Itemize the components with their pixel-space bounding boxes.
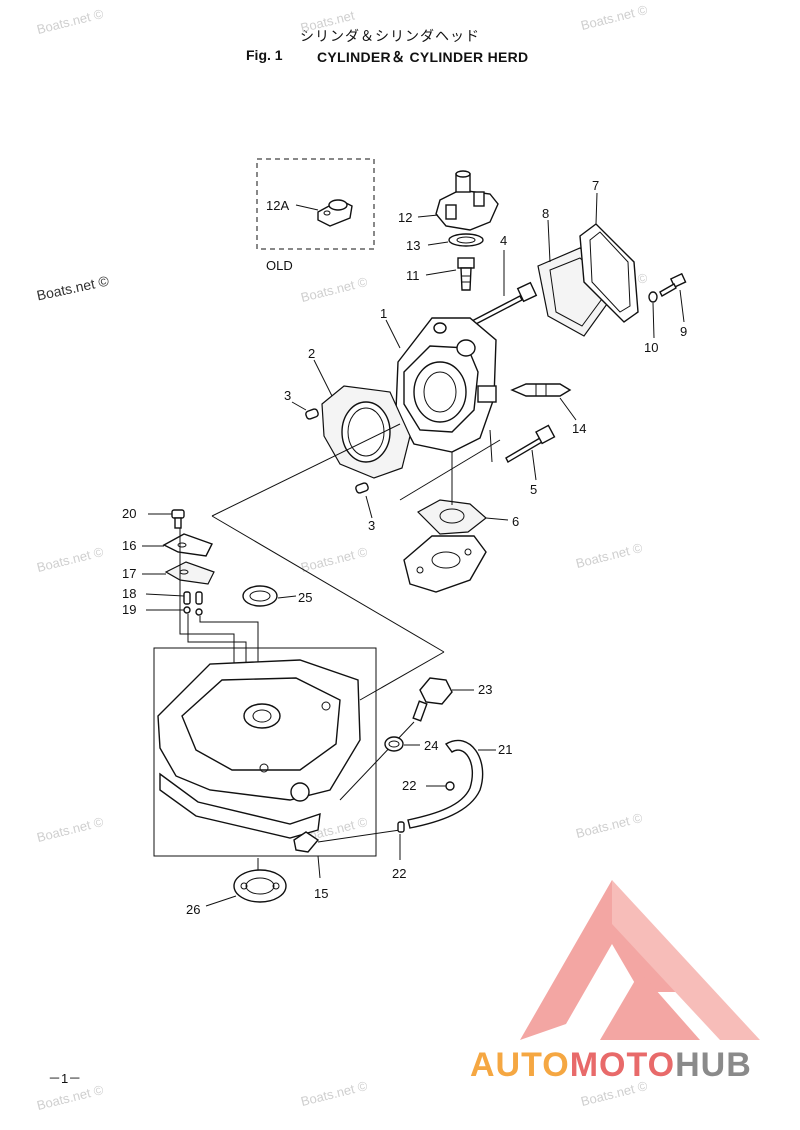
callout-13: 13 — [406, 238, 420, 253]
callout-26: 26 — [186, 902, 200, 917]
callout-18: 18 — [122, 586, 136, 601]
part-17-gasket — [164, 561, 215, 585]
callout-11: 11 — [406, 268, 420, 283]
part-25-oil-seal — [242, 585, 278, 607]
callout-9: 9 — [680, 324, 687, 339]
title-japanese: シリンダ＆シリンダヘッド — [300, 29, 480, 45]
callout-14: 14 — [572, 421, 586, 436]
old-parts-box — [256, 158, 375, 250]
callout-16: 16 — [122, 538, 136, 553]
part-24-o-ring — [384, 736, 404, 752]
title-english: CYLINDER＆ CYLINDER HERD — [317, 49, 529, 65]
callout-19: 19 — [122, 602, 136, 617]
part-26-bearing — [233, 869, 287, 903]
callout-8: 8 — [542, 206, 549, 221]
callout-6: 6 — [512, 514, 519, 529]
callout-10: 10 — [644, 340, 658, 355]
logo-word-auto: AUTO — [470, 1046, 570, 1084]
part-4-long-bolt — [469, 281, 538, 327]
part-22-clip-bottom — [397, 821, 405, 833]
callout-25: 25 — [298, 590, 312, 605]
part-5-bolt — [505, 424, 556, 463]
part-13-gasket — [448, 233, 484, 247]
part-20-screw — [171, 509, 185, 529]
part-2-head-gasket — [321, 385, 411, 479]
crankcase-frame — [153, 647, 377, 857]
automotohub-logo-text: AUTOMOTOHUB — [470, 1046, 752, 1085]
exhaust-plate — [403, 535, 487, 593]
page-number: －1－ — [48, 1071, 82, 1086]
callout-17: 17 — [122, 566, 136, 581]
logo-word-hub: HUB — [675, 1046, 752, 1084]
callout-3-top: 3 — [284, 388, 291, 403]
part-16-plate — [162, 533, 213, 557]
callout-24: 24 — [424, 738, 438, 753]
callout-12a: 12A — [266, 198, 289, 213]
old-box-label: OLD — [266, 258, 293, 273]
part-9-bolt — [659, 272, 687, 297]
callout-3-bottom: 3 — [368, 518, 375, 533]
part-12a-old-fitting — [317, 199, 353, 227]
callout-1: 1 — [380, 306, 387, 321]
part-3-dowel-pin-top — [305, 408, 319, 420]
callout-21: 21 — [498, 742, 512, 757]
automotohub-logo-mark — [520, 880, 760, 1040]
callout-7: 7 — [592, 178, 599, 193]
callout-5: 5 — [530, 482, 537, 497]
part-3-dowel-pin-bottom — [355, 482, 369, 494]
part-22-clip-top — [445, 781, 455, 791]
part-1-cylinder-head — [395, 317, 497, 453]
callout-23: 23 — [478, 682, 492, 697]
callout-12: 12 — [398, 210, 412, 225]
callout-4: 4 — [500, 233, 507, 248]
part-18-pins — [183, 591, 203, 605]
part-19-clips — [183, 606, 203, 616]
callout-20: 20 — [122, 506, 136, 521]
part-15-crankcase — [157, 659, 361, 853]
callout-2: 2 — [308, 346, 315, 361]
part-12-thermostat-cover — [435, 170, 499, 231]
logo-word-moto: MOTO — [569, 1046, 676, 1084]
part-11-thermostat — [457, 257, 475, 291]
callout-22-bottom: 22 — [392, 866, 406, 881]
part-6-gasket — [417, 499, 487, 535]
figure-number: Fig. 1 — [246, 47, 283, 63]
callout-22-top: 22 — [402, 778, 416, 793]
part-23-drain-plug — [412, 677, 453, 722]
callout-15: 15 — [314, 886, 328, 901]
part-14-spark-plug — [510, 383, 572, 397]
part-21-hose — [407, 739, 484, 829]
part-10-washer — [648, 291, 658, 303]
